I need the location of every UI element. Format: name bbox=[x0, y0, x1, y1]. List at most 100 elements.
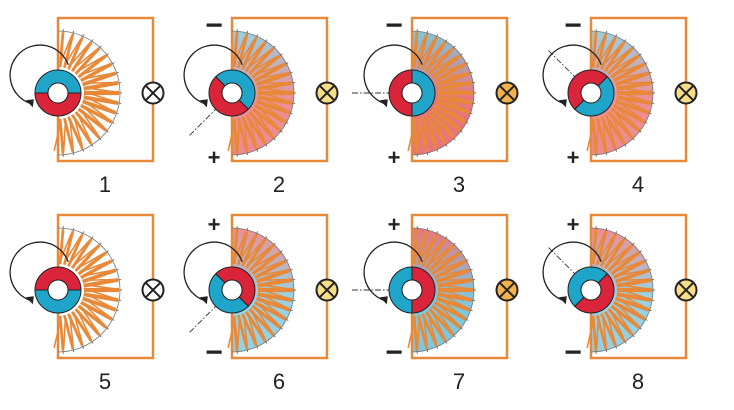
coil-tick bbox=[99, 45, 102, 49]
coil-tick bbox=[453, 334, 456, 338]
coil-wrap bbox=[258, 269, 287, 277]
rotation-arrow bbox=[183, 241, 243, 301]
rotation-arrowhead bbox=[558, 296, 567, 305]
coil-windings bbox=[407, 29, 476, 157]
coil-wrap bbox=[73, 314, 83, 343]
rotor-hub bbox=[580, 82, 602, 104]
coil-wrap bbox=[243, 317, 248, 347]
coil-tick bbox=[638, 130, 642, 133]
coil-tick bbox=[279, 130, 283, 133]
coil-wrap bbox=[59, 233, 73, 261]
coil-wrap bbox=[610, 55, 637, 72]
coil-wrap bbox=[251, 114, 266, 142]
coil-tick bbox=[99, 334, 102, 338]
coil-wrap bbox=[427, 314, 437, 343]
coil-wrap bbox=[423, 43, 444, 67]
coil-outline bbox=[57, 30, 121, 156]
panel-number: 8 bbox=[632, 369, 644, 394]
polarity-bottom: − bbox=[205, 336, 223, 369]
lamp-cross bbox=[145, 282, 161, 298]
coil-wrap bbox=[259, 102, 284, 121]
polarity-bottom: − bbox=[564, 336, 582, 369]
coil-wrap bbox=[84, 269, 113, 277]
coil-tick bbox=[273, 242, 276, 246]
coil-wrap bbox=[227, 319, 236, 349]
coil-outline bbox=[231, 227, 295, 353]
rotation-arrowhead bbox=[379, 296, 388, 305]
rotor-hub bbox=[221, 82, 243, 104]
coil-wrap bbox=[69, 240, 90, 264]
rotation-arrow bbox=[542, 44, 602, 104]
rotation-arrow bbox=[9, 241, 69, 301]
lamp-cross bbox=[319, 282, 335, 298]
coil-wrap bbox=[257, 106, 279, 129]
coil-outline bbox=[231, 30, 295, 156]
coil-wrap bbox=[431, 114, 446, 142]
polarity-top: − bbox=[205, 9, 223, 42]
coil-tick bbox=[632, 45, 635, 49]
coil-windings bbox=[227, 29, 296, 157]
panel-number: 4 bbox=[632, 172, 644, 197]
coil-wrap bbox=[77, 311, 92, 339]
coil-windings bbox=[407, 226, 476, 354]
coil-wrap bbox=[62, 122, 67, 151]
coil-wrap bbox=[592, 233, 606, 261]
panel-number: 1 bbox=[99, 172, 111, 197]
coil-wrap bbox=[69, 120, 74, 150]
polarity-top: + bbox=[208, 212, 221, 237]
coil-wrap bbox=[251, 252, 278, 269]
coil-wrap bbox=[435, 260, 463, 273]
coil-wrap bbox=[606, 246, 631, 266]
coil-wrap bbox=[260, 278, 290, 282]
coil-wrap bbox=[427, 246, 452, 266]
coil-wrap bbox=[620, 97, 647, 112]
coil-wrap bbox=[233, 233, 247, 261]
coil-wrap bbox=[435, 63, 463, 76]
rotor-hub bbox=[580, 279, 602, 301]
coil-wrap bbox=[595, 319, 600, 348]
coil-wrap bbox=[618, 102, 643, 121]
panel-number: 6 bbox=[273, 369, 285, 394]
coil-wrap bbox=[614, 260, 642, 273]
coil-wrap bbox=[440, 278, 470, 282]
coil-wrap bbox=[441, 294, 468, 309]
coil-tick bbox=[273, 334, 276, 338]
coil-wrap bbox=[86, 278, 116, 282]
polarity-top: − bbox=[564, 9, 582, 42]
panel-1: 1 bbox=[9, 16, 165, 197]
coil-wrap bbox=[431, 252, 458, 269]
panel-6: + − 6 bbox=[183, 212, 339, 394]
rotor-magnet bbox=[34, 266, 82, 314]
rotor-magnet bbox=[567, 266, 615, 314]
coil-wrap bbox=[233, 36, 247, 64]
coil-tick bbox=[279, 250, 283, 253]
coil-wrap bbox=[418, 39, 436, 65]
coil-wrap bbox=[243, 120, 248, 150]
panel-3: −+3 bbox=[352, 9, 519, 197]
rotor-hub bbox=[401, 82, 423, 104]
coil-wrap bbox=[84, 72, 113, 80]
coil-wrap bbox=[619, 278, 649, 282]
coil-wrap bbox=[407, 319, 416, 349]
coil-wrap bbox=[73, 246, 98, 266]
coil-wrap bbox=[617, 269, 646, 277]
polarity-top: + bbox=[388, 212, 401, 237]
coil-wrap bbox=[255, 110, 273, 136]
coil-wrap bbox=[418, 236, 436, 262]
coil-wrap bbox=[423, 120, 428, 150]
coil-wrap bbox=[243, 240, 264, 264]
panel-8: +−8 bbox=[542, 212, 698, 394]
panel-4: −+4 bbox=[542, 9, 698, 197]
coil-wrap bbox=[438, 269, 467, 277]
coil-tick bbox=[459, 130, 463, 133]
coil-wrap bbox=[602, 240, 623, 264]
coil-wrap bbox=[614, 307, 632, 333]
coil-wrap bbox=[441, 92, 470, 103]
coil-windings bbox=[53, 226, 122, 354]
coil-wrap bbox=[441, 284, 471, 290]
coil-tick bbox=[632, 137, 635, 141]
coil-wrap bbox=[620, 87, 650, 93]
lamp-cross bbox=[678, 282, 694, 298]
coil-wrap bbox=[441, 97, 468, 112]
coil-wrap bbox=[441, 87, 471, 93]
